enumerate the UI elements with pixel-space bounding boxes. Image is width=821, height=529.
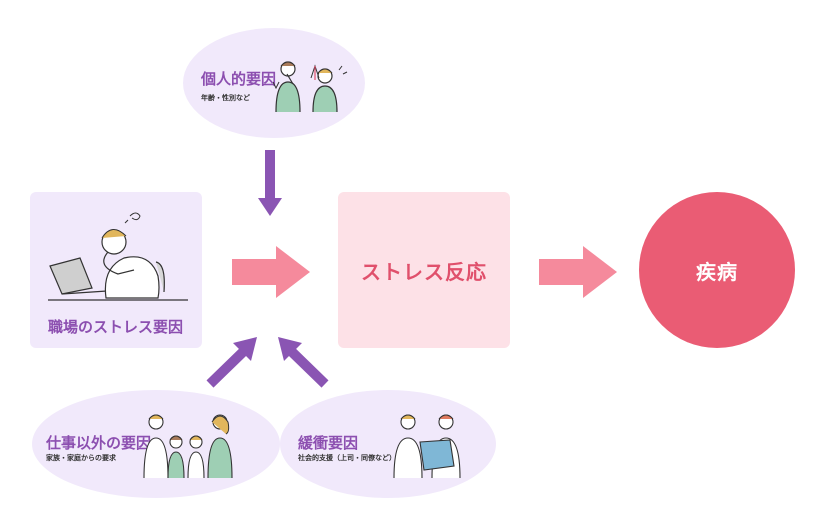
worker-illustration [48, 212, 188, 301]
arrow-buffer-to-stress [278, 337, 329, 388]
personal-factor-subtitle: 年齢・性別など [201, 94, 250, 102]
disease-title: 疾病 [696, 259, 738, 284]
arrow-personal-to-stress [258, 150, 282, 216]
arrow-workplace-to-stress [232, 246, 310, 298]
people-illustration [273, 61, 348, 112]
outside-work-factor-subtitle: 家族・家庭からの要求 [46, 454, 116, 462]
buffer-factor-title: 緩衝要因 [298, 434, 359, 452]
buffer-factor-ellipse: 緩衝要因 社会的支援（上司・同僚など） [280, 390, 496, 498]
workplace-stress-box: 職場のストレス要因 [30, 192, 202, 348]
personal-factor-title: 個人的要因 [201, 70, 277, 88]
personal-factor-ellipse: 個人的要因 年齢・性別など [183, 28, 365, 138]
coworkers-illustration [393, 414, 461, 478]
buffer-factor-subtitle: 社会的支援（上司・同僚など） [298, 454, 396, 462]
arrow-stress-to-disease [539, 246, 617, 298]
workplace-stress-title: 職場のストレス要因 [48, 318, 184, 336]
family-illustration [143, 414, 233, 478]
arrow-outside-work-to-stress [206, 337, 257, 388]
stress-reaction-title: ストレス反応 [361, 259, 487, 284]
outside-work-factor-title: 仕事以外の要因 [46, 434, 152, 452]
outside-work-factor-ellipse: 仕事以外の要因 家族・家庭からの要求 [32, 390, 280, 498]
disease-circle: 疾病 [639, 192, 795, 348]
stress-reaction-box: ストレス反応 [338, 192, 510, 348]
